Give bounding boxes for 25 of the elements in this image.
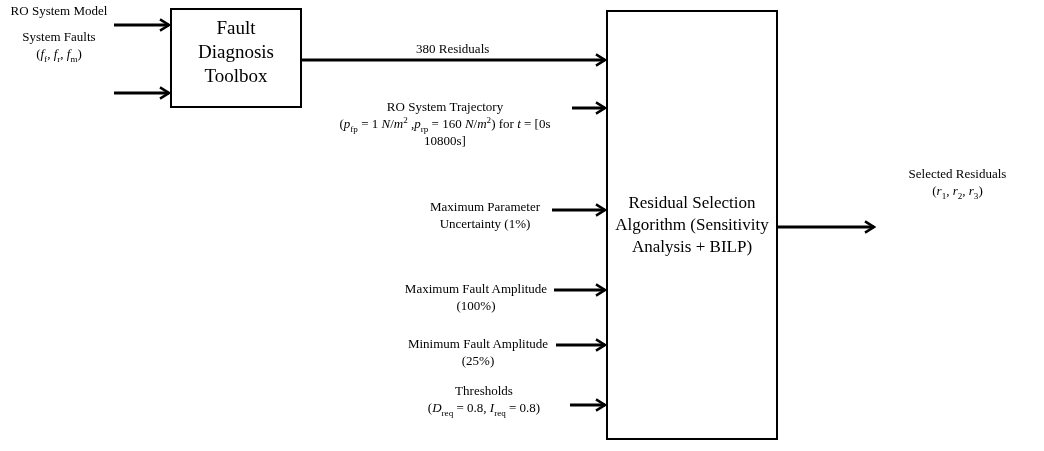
- formula-text: (r$_{1}$, r$_{2}$, r$_{3}$): [931, 182, 984, 199]
- formula-text: (D$_{req}$ = 0.8, I$_{req}$ = 0.8): [426, 399, 542, 416]
- input-label: Maximum Parameter Uncertainty (1%): [428, 198, 542, 232]
- input-label: RO System Model: [9, 2, 109, 19]
- formula-text: (f$_{f}$, f$_{r}$, f$_{m}$): [35, 45, 83, 62]
- input-label: Thresholds: [454, 382, 514, 399]
- formula-text: (p$_{fp}$ = 1 N/m$^{2}$ ,p$_{rp}$ = 160 N/m$^{2}$) for t = [0s 10800s]: [338, 115, 552, 149]
- arrow: [302, 53, 607, 67]
- process-box: [170, 8, 302, 108]
- input-label: RO System Trajectory: [385, 98, 505, 115]
- process-box: [606, 10, 778, 440]
- input-label: System Faults: [21, 28, 97, 45]
- input-label: Selected Residuals: [907, 165, 1008, 182]
- arrow: [570, 398, 607, 412]
- box-label: Fault Diagnosis Toolbox: [197, 16, 275, 88]
- arrow: [552, 203, 607, 217]
- input-label: Maximum Fault Amplitude (100%): [403, 280, 549, 314]
- arrow: [556, 338, 607, 352]
- arrow: [554, 283, 607, 297]
- arrow: [778, 220, 876, 234]
- arrow: [572, 101, 607, 115]
- box-label: Residual Selection Algorithm (Sensitivity Analysis + BILP): [614, 192, 770, 258]
- arrow: [114, 18, 171, 32]
- input-label: Minimum Fault Amplitude (25%): [406, 335, 550, 369]
- arrow: [114, 86, 171, 100]
